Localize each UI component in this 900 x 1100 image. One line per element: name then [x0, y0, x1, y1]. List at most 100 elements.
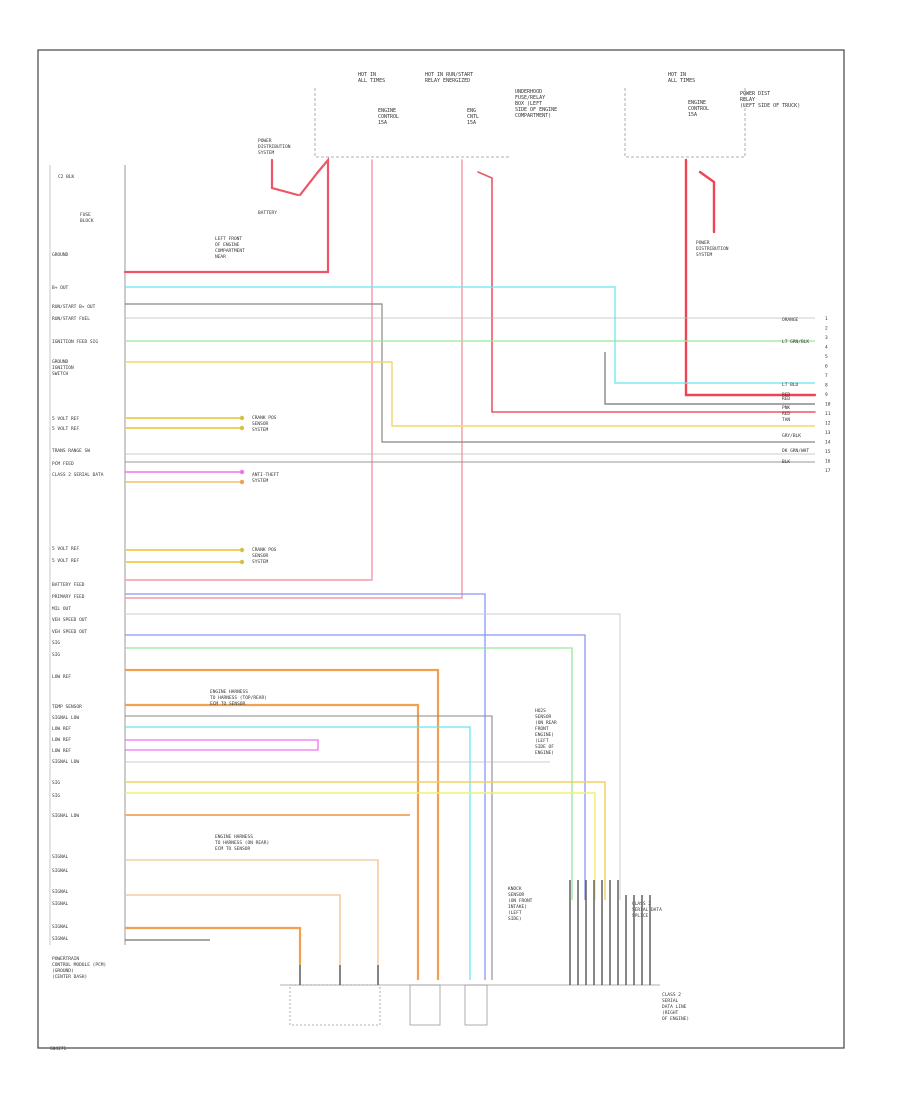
starter-note-4: NEAR [215, 254, 226, 260]
br-3: DATA LINE [662, 1004, 687, 1010]
right-wire-label: PNK [782, 405, 790, 411]
pd2-3: SYSTEM [696, 252, 713, 258]
wire-orange-2 [125, 668, 440, 980]
wire-orange-4 [125, 859, 379, 965]
pcm-pin-label: IGNITION FEED SIG [52, 339, 98, 345]
wire-orange-3 [125, 703, 420, 980]
right-wire-label: TAN [782, 417, 790, 423]
wire-power-dist-1 [270, 158, 300, 197]
to3-2: SENSOR [252, 553, 269, 559]
right-pin-number: 16 [825, 459, 831, 465]
wire-tan-4 [125, 781, 606, 900]
pcm-pin-label: 5 VOLT REF [52, 546, 79, 552]
knock-6: SIDE) [508, 916, 522, 922]
starter-note-2: OF ENGINE [215, 242, 240, 248]
pcm-pin-label: B+ OUT [52, 285, 69, 291]
o2-8: ENGINE) [535, 750, 554, 756]
right-pin-number: 15 [825, 449, 831, 455]
fuse2-label-3: 15A [467, 120, 476, 126]
pcm-pin-label: SIGNAL [52, 868, 69, 874]
right-pin-number: 9 [825, 392, 828, 398]
harness2-1: ENGINE HARNESS [215, 834, 253, 840]
pcm-pin-label: SIGNAL [52, 889, 69, 895]
box2-label-2: RELAY [740, 97, 755, 103]
pcm-pin-label: SIGNAL LOW [52, 759, 79, 765]
knock-4: INTAKE) [508, 904, 527, 910]
box1-label-5: COMPARTMENT) [515, 113, 551, 119]
wire-ltgrn-3 [125, 647, 573, 900]
pcm-pin-label: MIL OUT [52, 606, 71, 612]
right-wire-label: GRY/BLK [782, 433, 801, 439]
right-pin-number: 13 [825, 430, 831, 436]
fuse-note-1: FUSE [80, 212, 91, 218]
pd1-1: POWER [258, 138, 272, 144]
harness-labels: ENGINE HARNESS TO HARNESS (TOP/REAR) ECM… [210, 689, 269, 852]
fuse2-title-2: RELAY ENERGIZED [425, 78, 470, 84]
br-5: OF ENGINE) [662, 1016, 689, 1022]
pcm-pin-label: 5 VOLT REF [52, 558, 79, 564]
harness2-2: TO HARNESS (ON REAR) [215, 840, 269, 846]
right-pin-number: 2 [825, 326, 828, 332]
fuse2-label-2: CNTL [467, 114, 479, 120]
to1-1: CRANK POS [252, 415, 277, 421]
starter-note-1: LEFT FRONT [215, 236, 242, 242]
fuse3-title-2: ALL TIMES [668, 78, 695, 84]
fuse1-label-3: 15A [378, 120, 387, 126]
wire-fuse2-red [477, 171, 816, 413]
pcm-pin-label: 5 VOLT REF [52, 416, 79, 422]
pd2-2: DISTRIBUTION [696, 246, 729, 252]
pcm-pin-label: SIGNAL [52, 901, 69, 907]
right-wire-label: LT BLU [782, 382, 799, 388]
pcm-pin-label: VEH SPEED OUT [52, 629, 88, 635]
battery-label: BATTERY [258, 210, 277, 216]
pcm-pin-label: SIGNAL [52, 854, 69, 860]
o2-1: HO2S [535, 708, 546, 714]
fuse3-label-2: CONTROL [688, 106, 709, 112]
pcm-pin-label: BATTERY FEED [52, 582, 85, 588]
pcm-pin-label: VEH SPEED OUT [52, 617, 88, 623]
wire-ltblu-2 [125, 726, 471, 980]
power-feed-wires [123, 156, 817, 599]
pcm-pin-label: LOW REF [52, 737, 71, 743]
pcm-pin-label: TEMP SENSOR [52, 704, 82, 710]
pd2-1: POWER [696, 240, 710, 246]
fuse-block-3: HOT IN ALL TIMES ENGINE CONTROL 15A POWE… [624, 72, 800, 158]
pcm-title-1: POWERTRAIN [52, 956, 79, 962]
fuse1-label-2: CONTROL [378, 114, 399, 120]
pcm-pin-label: SIGNAL [52, 924, 69, 930]
wire-battery-feed [123, 156, 330, 274]
right-wire-label: RED [782, 392, 790, 398]
power-distribution-notes: POWER DISTRIBUTION SYSTEM POWER DISTRIBU… [215, 138, 729, 260]
right-pin-number: 3 [825, 335, 828, 341]
knock-2: SENSOR [508, 892, 525, 898]
knock-1: KNOCK [508, 886, 522, 892]
component-labels: HO2S SENSOR (ON REAR FRONT ENGINE) (LEFT… [508, 708, 689, 1022]
fuse2-label-1: ENG [467, 108, 476, 114]
pcm-pin-label: SWITCH [52, 371, 69, 377]
o2-7: SIDE OF [535, 744, 554, 750]
wire-orange-5 [125, 894, 341, 965]
harness1-3: ECM TO SENSOR [210, 701, 246, 707]
knock-3: (ON FRONT [508, 898, 533, 904]
right-wire-label: RED [782, 396, 790, 402]
right-wire-label: DK GRN/WHT [782, 448, 809, 454]
right-wire-label: BLK [782, 459, 790, 465]
right-pin-number: 10 [825, 402, 831, 408]
pcm-pin-label: SIG [52, 780, 60, 786]
wire-fuse1-feed [124, 159, 373, 581]
o2-3: (ON REAR [535, 720, 557, 726]
right-pin-number: 17 [825, 468, 831, 474]
pcm-pin-label: 5 VOLT REF [52, 426, 79, 432]
right-pin-number: 12 [825, 421, 831, 427]
connector-dots [239, 415, 245, 565]
wire-blu-1 [125, 593, 486, 980]
right-pin-number: 7 [825, 373, 828, 379]
pcm-pin-label: SIGNAL LOW [52, 715, 79, 721]
wire-orange-6 [125, 926, 302, 965]
box1-label-1: UNDERHOOD [515, 89, 542, 95]
to3-1: CRANK POS [252, 547, 277, 553]
wire-fuse3-red [684, 158, 817, 397]
diagram-frame [37, 49, 845, 1049]
